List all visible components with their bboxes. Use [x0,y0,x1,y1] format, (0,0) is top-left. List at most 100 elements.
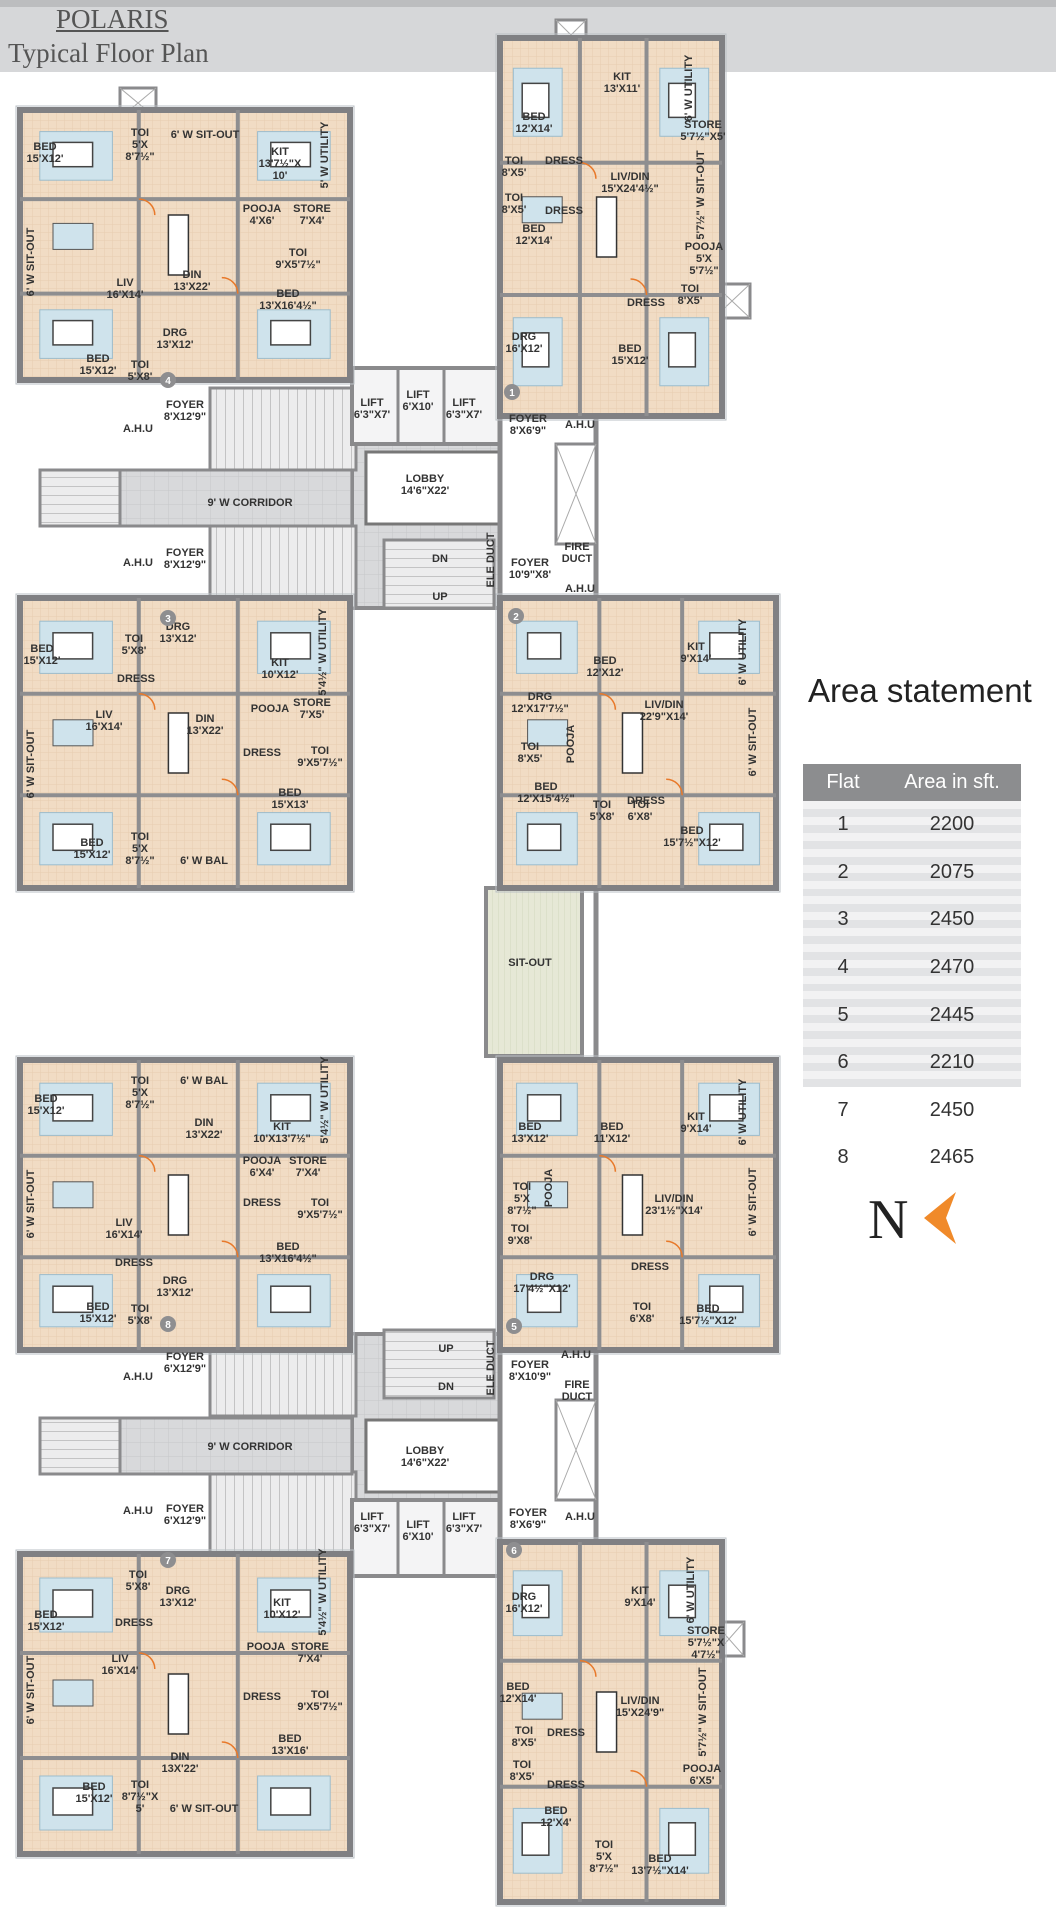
room-label: 6' W SIT-OUT [25,1655,37,1724]
flat-block [495,33,727,421]
room-label: POOJA [543,1169,555,1208]
room-label: DRESS [243,747,281,759]
svg-text:2: 2 [513,612,519,623]
flat-number: 3 [837,908,849,931]
room-label: DN [438,1381,454,1393]
room-label: A.H.U [565,1511,595,1523]
flat-area: 2210 [929,1051,975,1074]
flat-area: 2075 [929,860,975,883]
room-label: A.H.U [561,1349,591,1361]
room-label: DRESS [545,155,583,167]
plan-title: Typical Floor Plan [8,38,209,68]
room-label: 5'4½" W UTILITY [319,1056,331,1144]
flat-area: 2445 [929,1003,975,1026]
flat-number-marker: 3 [160,610,176,626]
flat-number-marker: 8 [160,1316,176,1332]
room-label: UP [438,1343,453,1355]
svg-text:8: 8 [165,1320,171,1331]
room-label: DRESS [545,205,583,217]
flat-number: 1 [837,813,849,836]
room-label: A.H.U [123,1371,153,1383]
room-label: 5'7½" W SIT-OUT [695,150,707,239]
header-flat: Flat [826,771,860,793]
room-label: POOJA [247,1641,286,1653]
room-label: DRESS [627,297,665,309]
svg-text:5: 5 [511,1322,517,1333]
room-label: 6' W SIT-OUT [25,227,37,296]
room-label: DRESS [547,1727,585,1739]
room-label: 6' W UTILITY [685,1556,697,1623]
room-label: 9' W CORRIDOR [207,497,292,509]
flat-block [15,105,355,385]
flat-number-marker: 1 [504,384,520,400]
room-label: A.H.U [123,557,153,569]
core-areas [38,18,752,1904]
area-table-header: Flat Area in sft. [803,764,1021,801]
room-label: 5'4½" W UTILITY [317,608,329,696]
svg-text:6: 6 [511,1546,517,1557]
room-label: ELE DUCT [485,1340,497,1395]
header-strip [0,0,1056,7]
flat-area: 2450 [929,1098,975,1121]
room-label: DRESS [627,795,665,807]
room-label: 6' W SIT-OUT [171,129,240,141]
room-label: UP [432,591,447,603]
room-label: 6' W SIT-OUT [747,707,759,776]
